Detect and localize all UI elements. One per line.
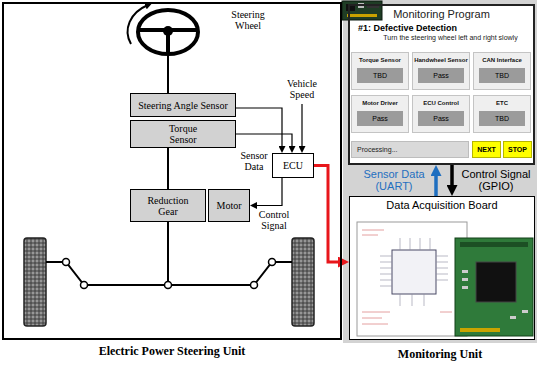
panel-caption: Electric Power Steering Unit <box>2 344 342 359</box>
status-cell: ECU ControlPass <box>412 95 470 133</box>
connector-label: Control Signal (GPIO) <box>460 168 532 192</box>
signal-label: Vehicle Speed <box>284 78 320 100</box>
output-shaft <box>167 222 169 285</box>
single-board-computer <box>342 1 382 20</box>
connector-label: Control Signal <box>256 209 292 231</box>
node-label: Steering Angle Sensor <box>138 100 227 111</box>
step-heading: #1: Defective Detection <box>358 23 457 33</box>
connector <box>254 178 282 206</box>
right-wheel <box>292 238 314 326</box>
status-bar: Processing... <box>351 141 469 158</box>
cell-heading: ETC <box>496 100 508 106</box>
controller-box: ECU <box>272 153 314 178</box>
connector <box>236 108 282 149</box>
sensor-box: Steering Angle Sensor <box>130 93 236 117</box>
connector <box>434 172 438 196</box>
status-cell: Torque SensorTBD <box>351 52 409 90</box>
button: STOP <box>503 141 532 158</box>
cell-heading: CAN Interface <box>482 57 522 63</box>
status-value: Pass <box>418 68 464 83</box>
connector-label: Sensor Data <box>238 150 270 172</box>
node-label: ECU <box>283 160 303 171</box>
circuit-board <box>455 238 533 336</box>
instruction-text: Turn the steering wheel left and right s… <box>383 34 517 41</box>
board-background <box>349 196 535 340</box>
status-value: TBD <box>479 68 525 83</box>
node-label: Reduction Gear <box>142 195 194 217</box>
node-label: Processing... <box>357 146 397 153</box>
status-cell: CAN InterfaceTBD <box>473 52 531 90</box>
program-window: Monitoring Program #1: Defective Detectio… <box>348 4 535 165</box>
status-value: Pass <box>357 111 403 126</box>
node-label: Torque Sensor <box>162 123 204 145</box>
status-cell: Motor DriverPass <box>351 95 409 133</box>
rotation-arrow <box>128 5 148 44</box>
rack-joints <box>63 259 276 289</box>
window-title: Monitoring Program <box>393 8 490 20</box>
connector-label: Sensor Data (UART) <box>358 168 430 192</box>
connector <box>450 165 454 189</box>
board-title: Data Acquisition Board <box>386 199 497 211</box>
part-label: Steering Wheel <box>226 9 270 31</box>
cell-heading: Torque Sensor <box>359 57 401 63</box>
cell-heading: ECU Control <box>423 100 459 106</box>
status-value: Pass <box>418 111 464 126</box>
status-cell: Handwheel SensorPass <box>412 52 470 90</box>
status-value: TBD <box>357 68 403 83</box>
cell-heading: Handwheel Sensor <box>414 57 468 63</box>
node-label: Motor <box>217 200 242 211</box>
connector <box>167 148 169 189</box>
connector <box>314 166 342 263</box>
steering-shaft <box>167 54 169 93</box>
status-value: TBD <box>479 111 525 126</box>
cell-heading: Motor Driver <box>362 100 398 106</box>
node-label: STOP <box>508 146 527 153</box>
screen-background <box>348 4 535 165</box>
connector <box>236 134 292 149</box>
left-wheel <box>24 238 46 326</box>
button: NEXT <box>472 141 501 158</box>
monitoring-background <box>343 0 537 343</box>
board-frame: Data Acquisition Board <box>349 196 535 340</box>
node-label: NEXT <box>477 146 496 153</box>
motor-box: Motor <box>208 189 250 222</box>
vehicle-speed-arrow <box>301 104 302 149</box>
sensor-box: Torque Sensor <box>130 120 236 148</box>
unit-panel: Electric Power Steering UnitSteering Ang… <box>2 2 342 340</box>
steering-wheel <box>138 10 198 54</box>
schematic-drawing <box>357 222 467 336</box>
gear-box: Reduction Gear <box>130 189 206 222</box>
panel-caption: Monitoring Unit <box>343 347 537 362</box>
status-cell: ETC TBD <box>473 95 531 133</box>
